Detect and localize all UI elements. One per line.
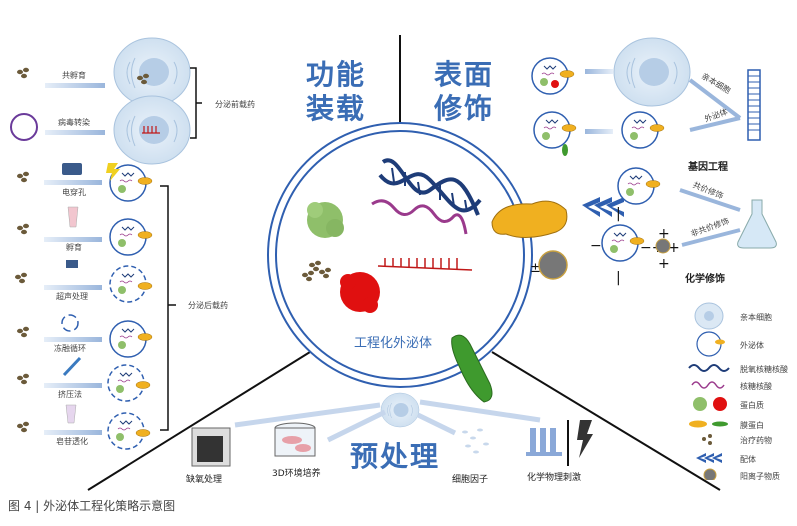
- post-secretion-section: [15, 163, 176, 450]
- functional-loading-line2: 装载: [306, 92, 367, 125]
- rna-icon: [691, 381, 725, 389]
- incubator-icon: [191, 427, 231, 467]
- exosome-icon: [696, 331, 725, 357]
- ligand-icon: [582, 197, 624, 217]
- legend-label: 蛋白质: [740, 401, 764, 410]
- svg-text:+: +: [658, 226, 670, 242]
- pretreatment-cytokine: 细胞因子: [452, 475, 489, 485]
- pretreatment-3d-culture: 3D环境培养: [272, 469, 321, 479]
- ligand-icon: [696, 453, 722, 463]
- protein-icon: [693, 397, 727, 411]
- cytokine-icon: [462, 428, 489, 454]
- pretreatment-title: 预处理: [350, 440, 441, 473]
- method-freeze-thaw: 冻融循环: [54, 344, 86, 353]
- chemical-modification-label: 化学修饰: [685, 274, 725, 285]
- surface-modification-line1: 表面: [434, 58, 495, 91]
- chemical-modification-section: −|| −++++: [590, 167, 777, 286]
- membrane-protein-green-icon: [451, 334, 493, 403]
- genetic-engineering-section: [531, 37, 761, 156]
- svg-text:|: |: [616, 206, 621, 222]
- pretreatment-hypoxia: 缺氧处理: [186, 475, 223, 485]
- cation-icon: [703, 468, 717, 480]
- figure-caption: 图 4 | 外泌体工程化策略示意图: [8, 499, 176, 513]
- membrane-protein-icon: [689, 420, 728, 428]
- legend-label: 核糖核酸: [740, 382, 772, 391]
- parent-cell-icon: [694, 302, 724, 330]
- legend-label: 亲本细胞: [740, 313, 772, 322]
- legend-label: 治疗药物: [740, 436, 772, 445]
- pretreatment-stimulation: 化学物理刺激: [527, 473, 582, 483]
- method-incubation: 孵育: [66, 243, 82, 252]
- method-saponin: 皂苷透化: [56, 437, 88, 446]
- divider-bottom-left: [87, 351, 311, 491]
- protein-red-icon: [340, 272, 380, 313]
- surface-modification-line2: 修饰: [434, 92, 495, 125]
- functional-loading-line1: 功能: [306, 58, 367, 91]
- method-co-incubation: 共孵育: [62, 71, 86, 80]
- test-tubes-icon: [526, 428, 562, 456]
- lightning-icon: [577, 420, 593, 458]
- cation-icon: ±: [530, 250, 568, 280]
- legend: 亲本细胞 外泌体 脱氧核糖核酸 核糖核酸 蛋白质 膜蛋白 治疗药物 配体 阳离子…: [684, 300, 797, 481]
- functional-loading-title: 功能 装载: [306, 58, 366, 126]
- rna-icon: [371, 199, 468, 235]
- method-viral-transfection: 病毒转染: [58, 118, 90, 127]
- pretreatment-section: [191, 392, 593, 467]
- dna-icon: [688, 364, 730, 372]
- divider-bottom-right: [491, 351, 721, 491]
- 3d-culture-icon: [274, 422, 316, 457]
- legend-label: 膜蛋白: [740, 421, 764, 430]
- dna-icon: [378, 158, 482, 216]
- svg-text:|: |: [616, 270, 621, 286]
- sirna-icon: [377, 258, 473, 271]
- membrane-protein-orange-icon: [491, 200, 568, 238]
- svg-text:−: −: [590, 238, 602, 254]
- engineered-exosome: ±: [267, 122, 624, 403]
- drug-icon: [702, 434, 712, 445]
- engineered-exosome-label: 工程化外泌体: [354, 336, 433, 351]
- genetic-engineering-label: 基因工程: [688, 162, 728, 173]
- protein-green-icon: [307, 202, 344, 238]
- svg-text:+: +: [658, 256, 670, 272]
- pre-secretion-section: [10, 37, 202, 165]
- legend-label: 脱氧核糖核酸: [740, 365, 788, 374]
- method-extrusion: 挤压法: [58, 390, 82, 399]
- legend-label: 外泌体: [740, 341, 764, 350]
- svg-text:+: +: [668, 240, 680, 256]
- svg-text:±: ±: [530, 261, 541, 276]
- legend-label: 配体: [740, 455, 756, 464]
- pre-secretion-group-label: 分泌前载药: [215, 100, 255, 109]
- method-sonication: 超声处理: [56, 292, 88, 301]
- post-secretion-group-label: 分泌后载药: [188, 301, 228, 310]
- surface-modification-title: 表面 修饰: [434, 58, 494, 126]
- method-electroporation: 电穿孔: [62, 188, 86, 197]
- legend-label: 阳离子物质: [740, 472, 780, 481]
